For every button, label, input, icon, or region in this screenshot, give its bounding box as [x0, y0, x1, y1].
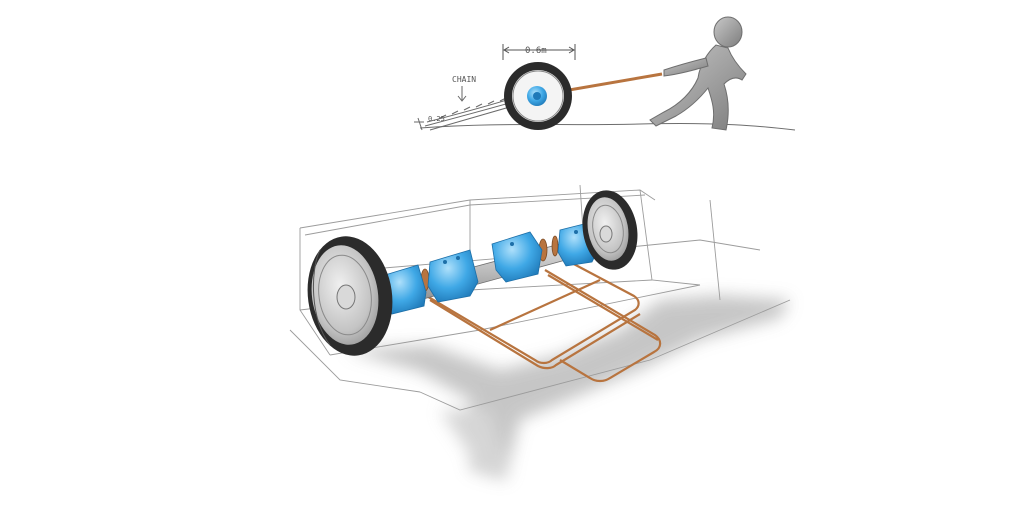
right-wheel [582, 190, 638, 270]
sketch-wheel [504, 62, 572, 130]
wheel-width-label: 0.6m [525, 46, 547, 56]
chain-label-arrow [457, 86, 467, 102]
axle-assembly-sketch [289, 184, 791, 480]
person-figure [649, 16, 747, 131]
chain-height-label: 0.25 [428, 115, 445, 123]
dimension-line [502, 44, 576, 60]
motor-hub-2 [427, 249, 479, 303]
left-wheel [307, 236, 393, 356]
pulling-sketch: CHAIN 0.25 0.6m [414, 16, 796, 131]
copper-handle-frame [424, 261, 662, 383]
chain-label: CHAIN [452, 75, 476, 84]
motor-hub-3 [491, 231, 543, 283]
ground-shadow [345, 295, 790, 480]
ground-line [419, 122, 796, 131]
